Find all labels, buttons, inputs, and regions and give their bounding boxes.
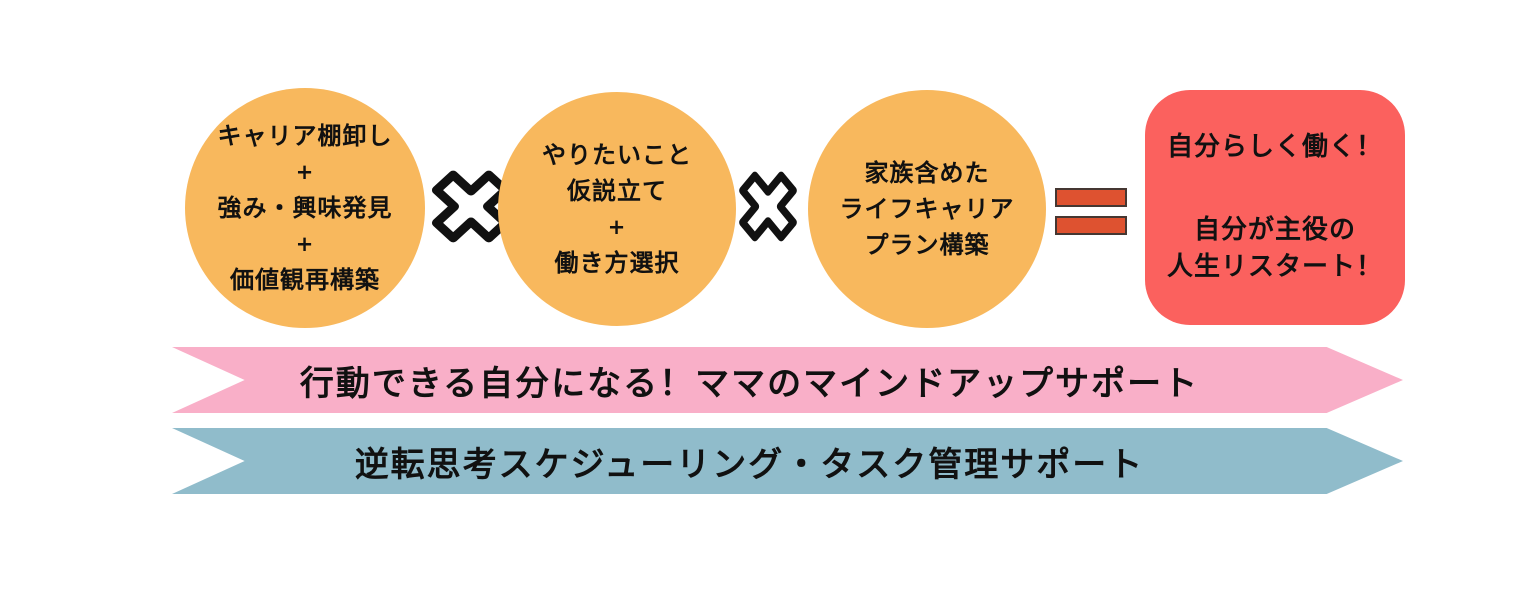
circle-line: キャリア棚卸し — [217, 122, 393, 150]
banner-label: 逆転思考スケジューリング・タスク管理サポート — [354, 444, 1145, 485]
banner-mindset-support: 行動できる自分になる！ママのマインドアップサポート — [172, 347, 1403, 413]
circle-line: 働き方選択 — [554, 249, 680, 277]
banner-label: 行動できる自分になる！ママのマインドアップサポート — [299, 363, 1200, 404]
circle-line: ライフキャリア — [839, 195, 1015, 223]
result-line: 人生リスタート！ — [1166, 252, 1383, 282]
circle-line: やりたいこと — [542, 141, 692, 169]
result-line: 自分らしく働く！ — [1166, 132, 1383, 162]
banner-schedule-support: 逆転思考スケジューリング・タスク管理サポート — [172, 428, 1403, 494]
process-circle-life-plan: 家族含めた ライフキャリア プラン構築 — [808, 90, 1046, 328]
multiply-icon — [737, 169, 799, 244]
circle-line: 家族含めた — [864, 159, 990, 187]
plus-text: + — [607, 215, 627, 239]
result-box: 自分らしく働く！ 自分が主役の 人生リスタート！ — [1145, 90, 1405, 325]
process-circle-career-review: キャリア棚卸し + 強み・興味発見 + 価値観再構築 — [185, 88, 425, 328]
circle-line: プラン構築 — [864, 231, 990, 259]
process-circle-direction: やりたいこと 仮説立て + 働き方選択 — [498, 92, 736, 326]
equals-icon — [1055, 188, 1127, 235]
circle-line: 強み・興味発見 — [217, 194, 393, 222]
equals-bar — [1055, 188, 1127, 207]
equals-bar — [1055, 216, 1127, 235]
multiply-icon — [429, 168, 513, 245]
result-line: 自分が主役の — [1193, 215, 1356, 245]
circle-line: 仮説立て — [567, 177, 667, 205]
circle-line: 価値観再構築 — [230, 266, 380, 294]
plus-text: + — [295, 232, 315, 256]
plus-text: + — [295, 160, 315, 184]
